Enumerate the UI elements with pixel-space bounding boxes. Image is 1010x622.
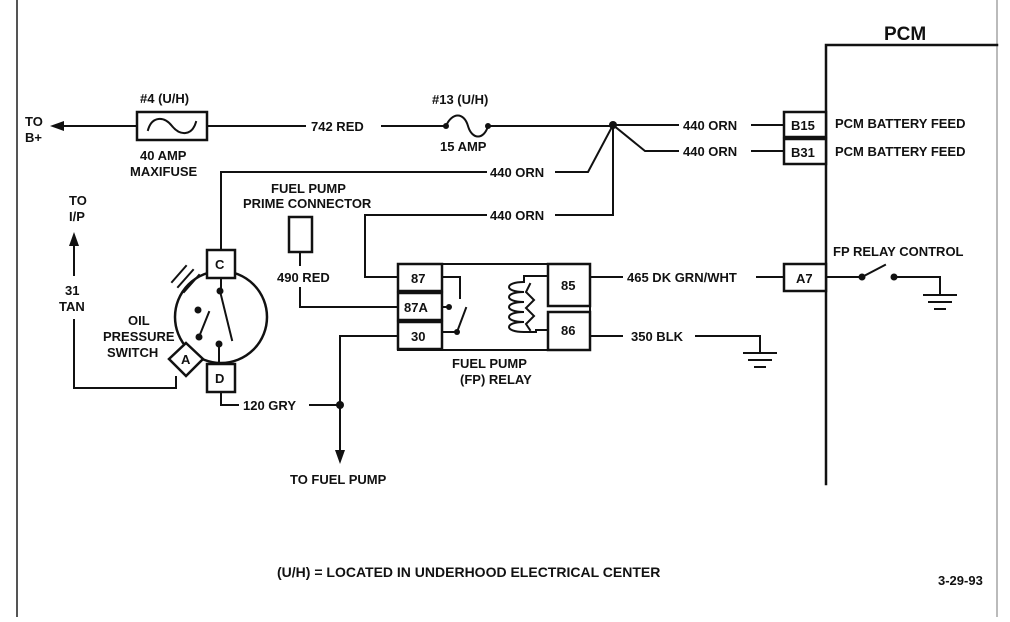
fuse-13-rating: 15 AMP [440,139,487,154]
fuse-symbol-icon [146,118,198,134]
svg-text:A7: A7 [796,271,813,286]
to-fuel-pump-label: TO FUEL PUMP [290,472,387,487]
fuel-pump-relay: 87 87A 30 85 86 FUEL PUMP (FP) RELAY [396,262,592,387]
prime-label-1: FUEL PUMP [271,181,346,196]
maxifuse-name: #4 (U/H) [140,91,189,106]
arrow-up-icon [69,232,79,246]
to-ip-label-1: TO [69,193,87,208]
to-ip-feed: TO I/P 31 TAN [59,193,177,389]
fuse-13-name: #13 (U/H) [432,92,488,107]
wire-490-red: 490 RED [277,270,330,285]
wire-350-blk: 350 BLK [631,329,684,344]
footnote: (U/H) = LOCATED IN UNDERHOOD ELECTRICAL … [277,564,660,580]
diagram-date: 3-29-93 [938,573,983,588]
wire-465-dk-grn-wht: 465 DK GRN/WHT [627,270,737,285]
b-plus-feed: TO B+ [25,114,138,145]
wire-b31: 440 ORN [683,144,737,159]
switch-terminal-a: A [181,352,191,367]
pcm-pin-b15-label: PCM BATTERY FEED [835,116,966,131]
oil-label-3: SWITCH [107,345,158,360]
fuse-symbol-icon [444,114,490,138]
maxifuse-type: MAXIFUSE [130,164,198,179]
oil-pressure-switch: C D A OIL PRESSURE SWITCH [103,248,269,394]
switch-terminal-d: D [215,371,224,386]
relay-terminal-85: 85 [561,278,575,293]
arrow-left-icon [50,121,64,131]
pcm-pin-b31-label: PCM BATTERY FEED [835,144,966,159]
ground-icon [743,352,777,368]
wire-b15: 440 ORN [683,118,737,133]
prime-label-2: PRIME CONNECTOR [243,196,372,211]
svg-text:B15: B15 [791,118,815,133]
pcm-pin-b31: B31 PCM BATTERY FEED [782,137,966,166]
prime-connector: FUEL PUMP PRIME CONNECTOR 490 RED [243,181,399,308]
pcm-block: PCM [824,24,999,486]
relay-label-2: (FP) RELAY [460,372,532,387]
relay-terminal-87: 87 [411,271,425,286]
wire-31: 31 [65,283,79,298]
wire-to-switch: 440 ORN [490,165,544,180]
wire-to-relay87: 440 ORN [490,208,544,223]
wire-tan: TAN [59,299,85,314]
svg-text:B31: B31 [791,145,815,160]
oil-label-2: PRESSURE [103,329,175,344]
pcm-title: PCM [884,24,926,45]
switch-terminal-c: C [215,257,225,272]
maxifuse: #4 (U/H) 40 AMP MAXIFUSE [130,91,209,179]
wire-742-red: 742 RED [311,119,364,134]
to-bplus-label-2: B+ [25,130,42,145]
relay-terminal-86: 86 [561,323,575,338]
pcm-pin-a7-label: FP RELAY CONTROL [833,244,964,259]
relay-terminal-87a: 87A [404,300,428,315]
wire-120-gry: 120 GRY [243,398,296,413]
to-ip-label-2: I/P [69,209,85,224]
maxifuse-rating: 40 AMP [140,148,187,163]
pcm-pin-b15: B15 PCM BATTERY FEED [782,110,966,139]
relay-terminal-30: 30 [411,329,425,344]
arrow-down-icon [335,450,345,464]
pcm-ground-switch [825,263,957,310]
to-bplus-label-1: TO [25,114,43,129]
pcm-pin-a7: A7 FP RELAY CONTROL [782,244,964,293]
fuse-13: #13 (U/H) 15 AMP [432,92,491,154]
oil-label-1: OIL [128,313,150,328]
relay-label-1: FUEL PUMP [452,356,527,371]
